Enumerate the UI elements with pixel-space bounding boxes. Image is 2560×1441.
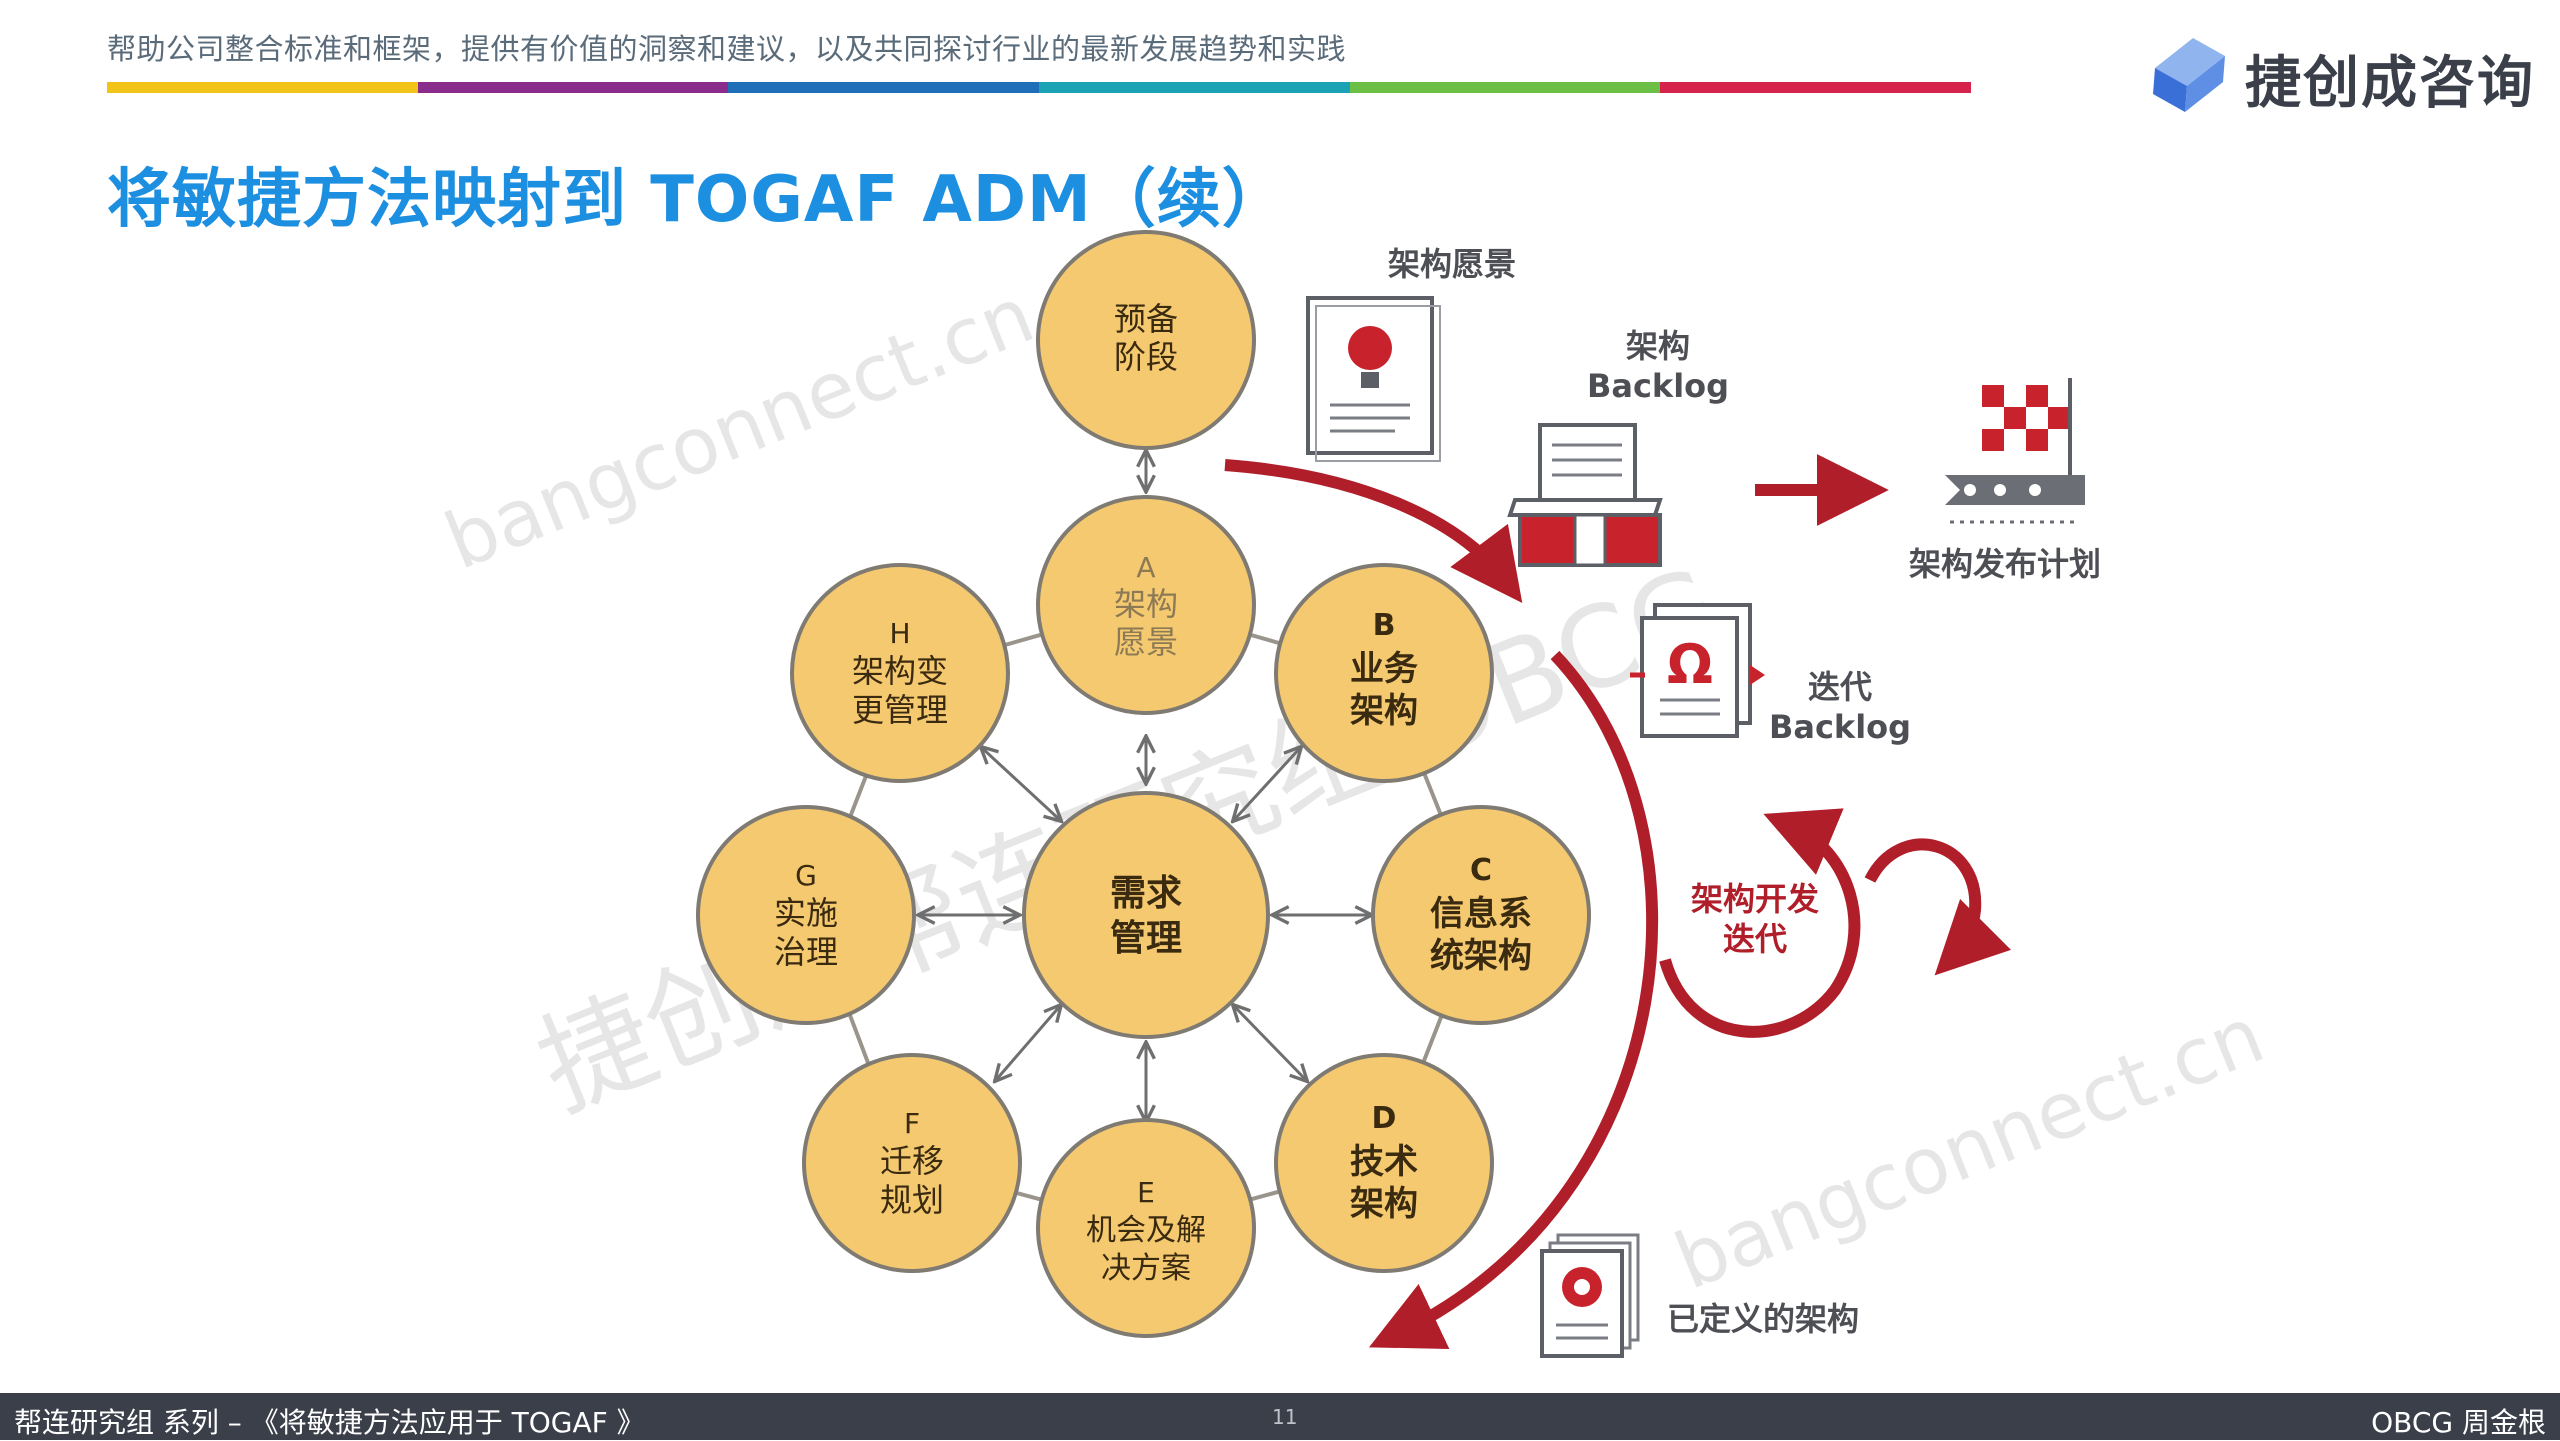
architecture-backlog-icon bbox=[1507, 423, 1663, 567]
node-e-letter: E bbox=[1137, 1176, 1155, 1209]
defined-architecture-icon bbox=[1540, 1233, 1640, 1358]
company-logo-text: 捷创成咨询 bbox=[2245, 51, 2535, 116]
node-d-line-1: 技术 bbox=[1350, 1142, 1418, 1182]
watermark-text: bangconnect.cn bbox=[1663, 990, 2276, 1307]
node-f-migration bbox=[802, 1053, 1022, 1273]
spoke-arrow-f bbox=[996, 1006, 1060, 1080]
node-h-letter: H bbox=[889, 617, 910, 650]
node-b-business bbox=[1274, 563, 1494, 783]
iteration-backlog-label-2: Backlog bbox=[1769, 708, 1911, 746]
color-bar-segment bbox=[107, 82, 418, 93]
node-center-line-1: 需求 bbox=[1110, 873, 1182, 914]
red-flow-arc-upper bbox=[1224, 459, 1523, 604]
node-c-line-1: 信息系 bbox=[1430, 894, 1532, 934]
node-center-line-2: 管理 bbox=[1110, 918, 1182, 959]
node-f-line-2: 规划 bbox=[880, 1181, 944, 1219]
release-plan-icon bbox=[1945, 378, 2085, 524]
color-bar-segment bbox=[1660, 82, 1972, 93]
spoke-arrows bbox=[920, 452, 1370, 1120]
node-c-line-2: 统架构 bbox=[1430, 936, 1532, 976]
iteration-backlog-label-1: 迭代 bbox=[1808, 668, 1872, 706]
node-b-letter: B bbox=[1373, 608, 1396, 643]
node-b-line-2: 架构 bbox=[1350, 691, 1418, 731]
node-g-governance bbox=[696, 805, 916, 1025]
header-tagline: 帮助公司整合标准和框架，提供有价值的洞察和建议，以及共同探讨行业的最新发展趋势和… bbox=[107, 32, 1347, 66]
node-c-information bbox=[1371, 805, 1591, 1025]
node-c-letter: C bbox=[1470, 853, 1492, 888]
spoke-arrow-d bbox=[1234, 1006, 1306, 1080]
defined-architecture-label: 已定义的架构 bbox=[1667, 1300, 1859, 1338]
architecture-vision-label: 架构愿景 bbox=[1388, 245, 1516, 283]
iteration-backlog-icon: Ω bbox=[1630, 603, 1765, 738]
spoke-arrow-b bbox=[1234, 748, 1300, 820]
node-e-line-1: 机会及解 bbox=[1086, 1213, 1206, 1248]
node-e-line-2: 决方案 bbox=[1101, 1251, 1191, 1286]
node-preliminary-line-1: 预备 bbox=[1114, 300, 1178, 338]
dev-iteration-cycle-icon bbox=[1659, 808, 2012, 1038]
architecture-vision-icon bbox=[1306, 296, 1441, 462]
node-h-line-1: 架构变 bbox=[852, 652, 948, 690]
node-a-letter: A bbox=[1136, 551, 1155, 584]
footer-page-number: 11 bbox=[1272, 1405, 1298, 1429]
company-logo-icon bbox=[2153, 38, 2225, 112]
node-a-vision bbox=[1036, 495, 1256, 715]
header-color-bar bbox=[107, 82, 1972, 93]
node-d-technology bbox=[1274, 1053, 1494, 1273]
node-h-change bbox=[790, 563, 1010, 783]
architecture-backlog-label-2: Backlog bbox=[1587, 367, 1729, 405]
red-flow-arc-lower bbox=[1368, 650, 1659, 1349]
footer-author: OBCG 周金根 bbox=[2371, 1406, 2546, 1439]
node-g-line-2: 治理 bbox=[774, 933, 838, 971]
node-requirements-center bbox=[1022, 791, 1270, 1039]
node-e-opportunities bbox=[1036, 1118, 1256, 1338]
node-a-line-2: 愿景 bbox=[1114, 623, 1178, 661]
footer-series-title: 帮连研究组 系列 – 《将敏捷方法应用于 TOGAF 》 bbox=[14, 1406, 645, 1439]
color-bar-segment bbox=[1039, 82, 1350, 93]
node-b-line-1: 业务 bbox=[1350, 649, 1418, 689]
color-bar-segment bbox=[1349, 82, 1661, 93]
dev-iteration-label-1: 架构开发 bbox=[1691, 880, 1819, 918]
node-h-line-2: 更管理 bbox=[852, 691, 948, 729]
color-bar-segment bbox=[417, 82, 729, 93]
footer-bar: 帮连研究组 系列 – 《将敏捷方法应用于 TOGAF 》 11 OBCG 周金根 bbox=[0, 1393, 2560, 1440]
page-title: 将敏捷方法映射到 TOGAF ADM（续） bbox=[107, 163, 1287, 237]
spoke-arrow-h bbox=[982, 748, 1060, 820]
node-preliminary bbox=[1036, 230, 1256, 450]
svg-text:Ω: Ω bbox=[1667, 633, 1713, 696]
node-g-letter: G bbox=[795, 859, 817, 892]
node-g-line-1: 实施 bbox=[774, 894, 838, 932]
architecture-backlog-label-1: 架构 bbox=[1626, 327, 1690, 365]
watermark-text: bangconnect.cn bbox=[433, 270, 1046, 587]
node-preliminary-line-2: 阶段 bbox=[1114, 338, 1178, 376]
adm-nodes bbox=[696, 230, 1591, 1338]
color-bar-segment bbox=[728, 82, 1040, 93]
node-f-letter: F bbox=[904, 1107, 920, 1140]
node-a-line-1: 架构 bbox=[1114, 585, 1178, 623]
node-d-letter: D bbox=[1372, 1101, 1397, 1136]
node-d-line-2: 架构 bbox=[1350, 1184, 1418, 1224]
dev-iteration-label-2: 迭代 bbox=[1723, 920, 1787, 958]
release-plan-label: 架构发布计划 bbox=[1909, 545, 2101, 583]
node-f-line-1: 迁移 bbox=[880, 1142, 944, 1180]
